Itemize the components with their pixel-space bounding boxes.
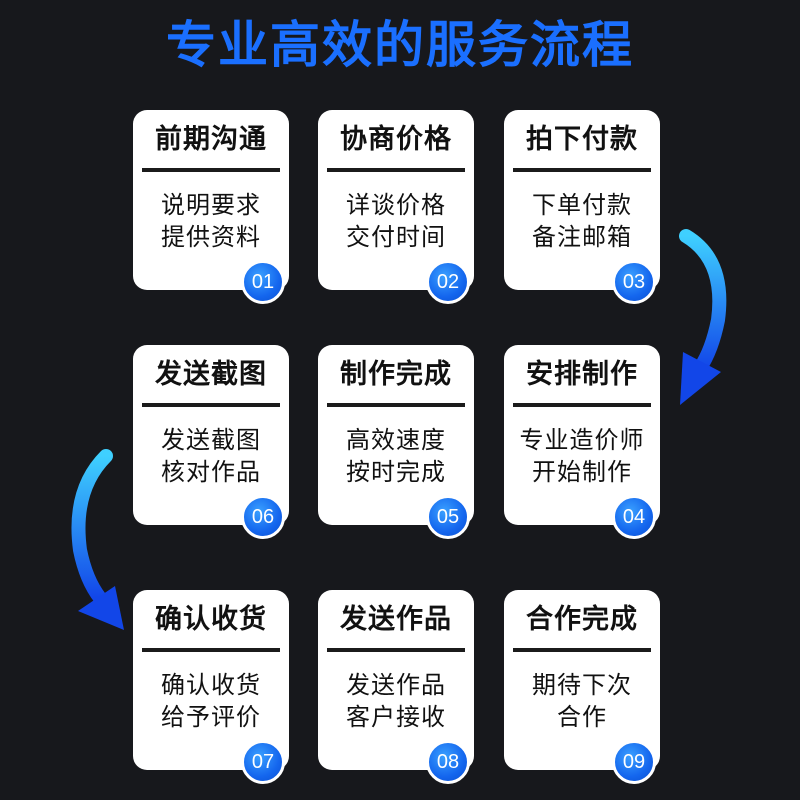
step-card-03: 拍下付款 下单付款 备注邮箱 03 (504, 110, 660, 304)
step-title: 发送截图 (155, 359, 267, 390)
step-card-09: 合作完成 期待下次 合作 09 (504, 590, 660, 784)
step-card-07: 确认收货 确认收货 给予评价 07 (133, 590, 289, 784)
step-title: 协商价格 (340, 124, 452, 155)
divider (327, 168, 465, 172)
step-desc-line2: 交付时间 (346, 223, 446, 251)
step-desc-line1: 下单付款 (532, 191, 632, 219)
divider (142, 403, 280, 407)
step-title: 合作完成 (526, 604, 638, 635)
step-card-05: 制作完成 高效速度 按时完成 05 (318, 345, 474, 539)
step-number-badge: 05 (426, 495, 470, 539)
step-desc-line2: 开始制作 (532, 458, 632, 486)
arrow-right-icon (679, 229, 727, 405)
step-desc-line1: 高效速度 (346, 426, 446, 454)
step-desc-line1: 发送作品 (346, 671, 446, 699)
step-desc-line1: 确认收货 (161, 671, 261, 699)
divider (513, 168, 651, 172)
step-desc-line2: 提供资料 (161, 223, 261, 251)
step-title: 安排制作 (526, 359, 638, 390)
step-number-badge: 01 (241, 260, 285, 304)
divider (513, 648, 651, 652)
step-number-badge: 04 (612, 495, 656, 539)
step-card-02: 协商价格 详谈价格 交付时间 02 (318, 110, 474, 304)
step-number-badge: 03 (612, 260, 656, 304)
step-number-badge: 02 (426, 260, 470, 304)
step-number-badge: 09 (612, 740, 656, 784)
step-card-06: 发送截图 发送截图 核对作品 06 (133, 345, 289, 539)
step-desc-line2: 合作 (557, 703, 607, 731)
step-desc-line2: 客户接收 (346, 703, 446, 731)
step-desc-line2: 备注邮箱 (532, 223, 632, 251)
step-card-04: 安排制作 专业造价师 开始制作 04 (504, 345, 660, 539)
step-card-01: 前期沟通 说明要求 提供资料 01 (133, 110, 289, 304)
divider (327, 648, 465, 652)
step-desc-line1: 专业造价师 (519, 426, 645, 454)
step-desc-line1: 期待下次 (532, 671, 632, 699)
step-title: 前期沟通 (155, 124, 267, 155)
step-number-badge: 06 (241, 495, 285, 539)
step-title: 拍下付款 (526, 124, 638, 155)
step-title: 确认收货 (155, 604, 267, 635)
step-card-08: 发送作品 发送作品 客户接收 08 (318, 590, 474, 784)
step-title: 发送作品 (340, 604, 452, 635)
step-title: 制作完成 (340, 359, 452, 390)
divider (142, 648, 280, 652)
step-desc-line2: 给予评价 (161, 703, 261, 731)
page-title: 专业高效的服务流程 (166, 16, 634, 74)
step-desc-line2: 按时完成 (346, 458, 446, 486)
arrow-left-icon (71, 449, 124, 630)
step-desc-line2: 核对作品 (161, 458, 261, 486)
step-desc-line1: 发送截图 (161, 426, 261, 454)
step-number-badge: 08 (426, 740, 470, 784)
step-number-badge: 07 (241, 740, 285, 784)
step-desc-line1: 详谈价格 (346, 191, 446, 219)
divider (327, 403, 465, 407)
divider (513, 403, 651, 407)
divider (142, 168, 280, 172)
step-desc-line1: 说明要求 (161, 191, 261, 219)
